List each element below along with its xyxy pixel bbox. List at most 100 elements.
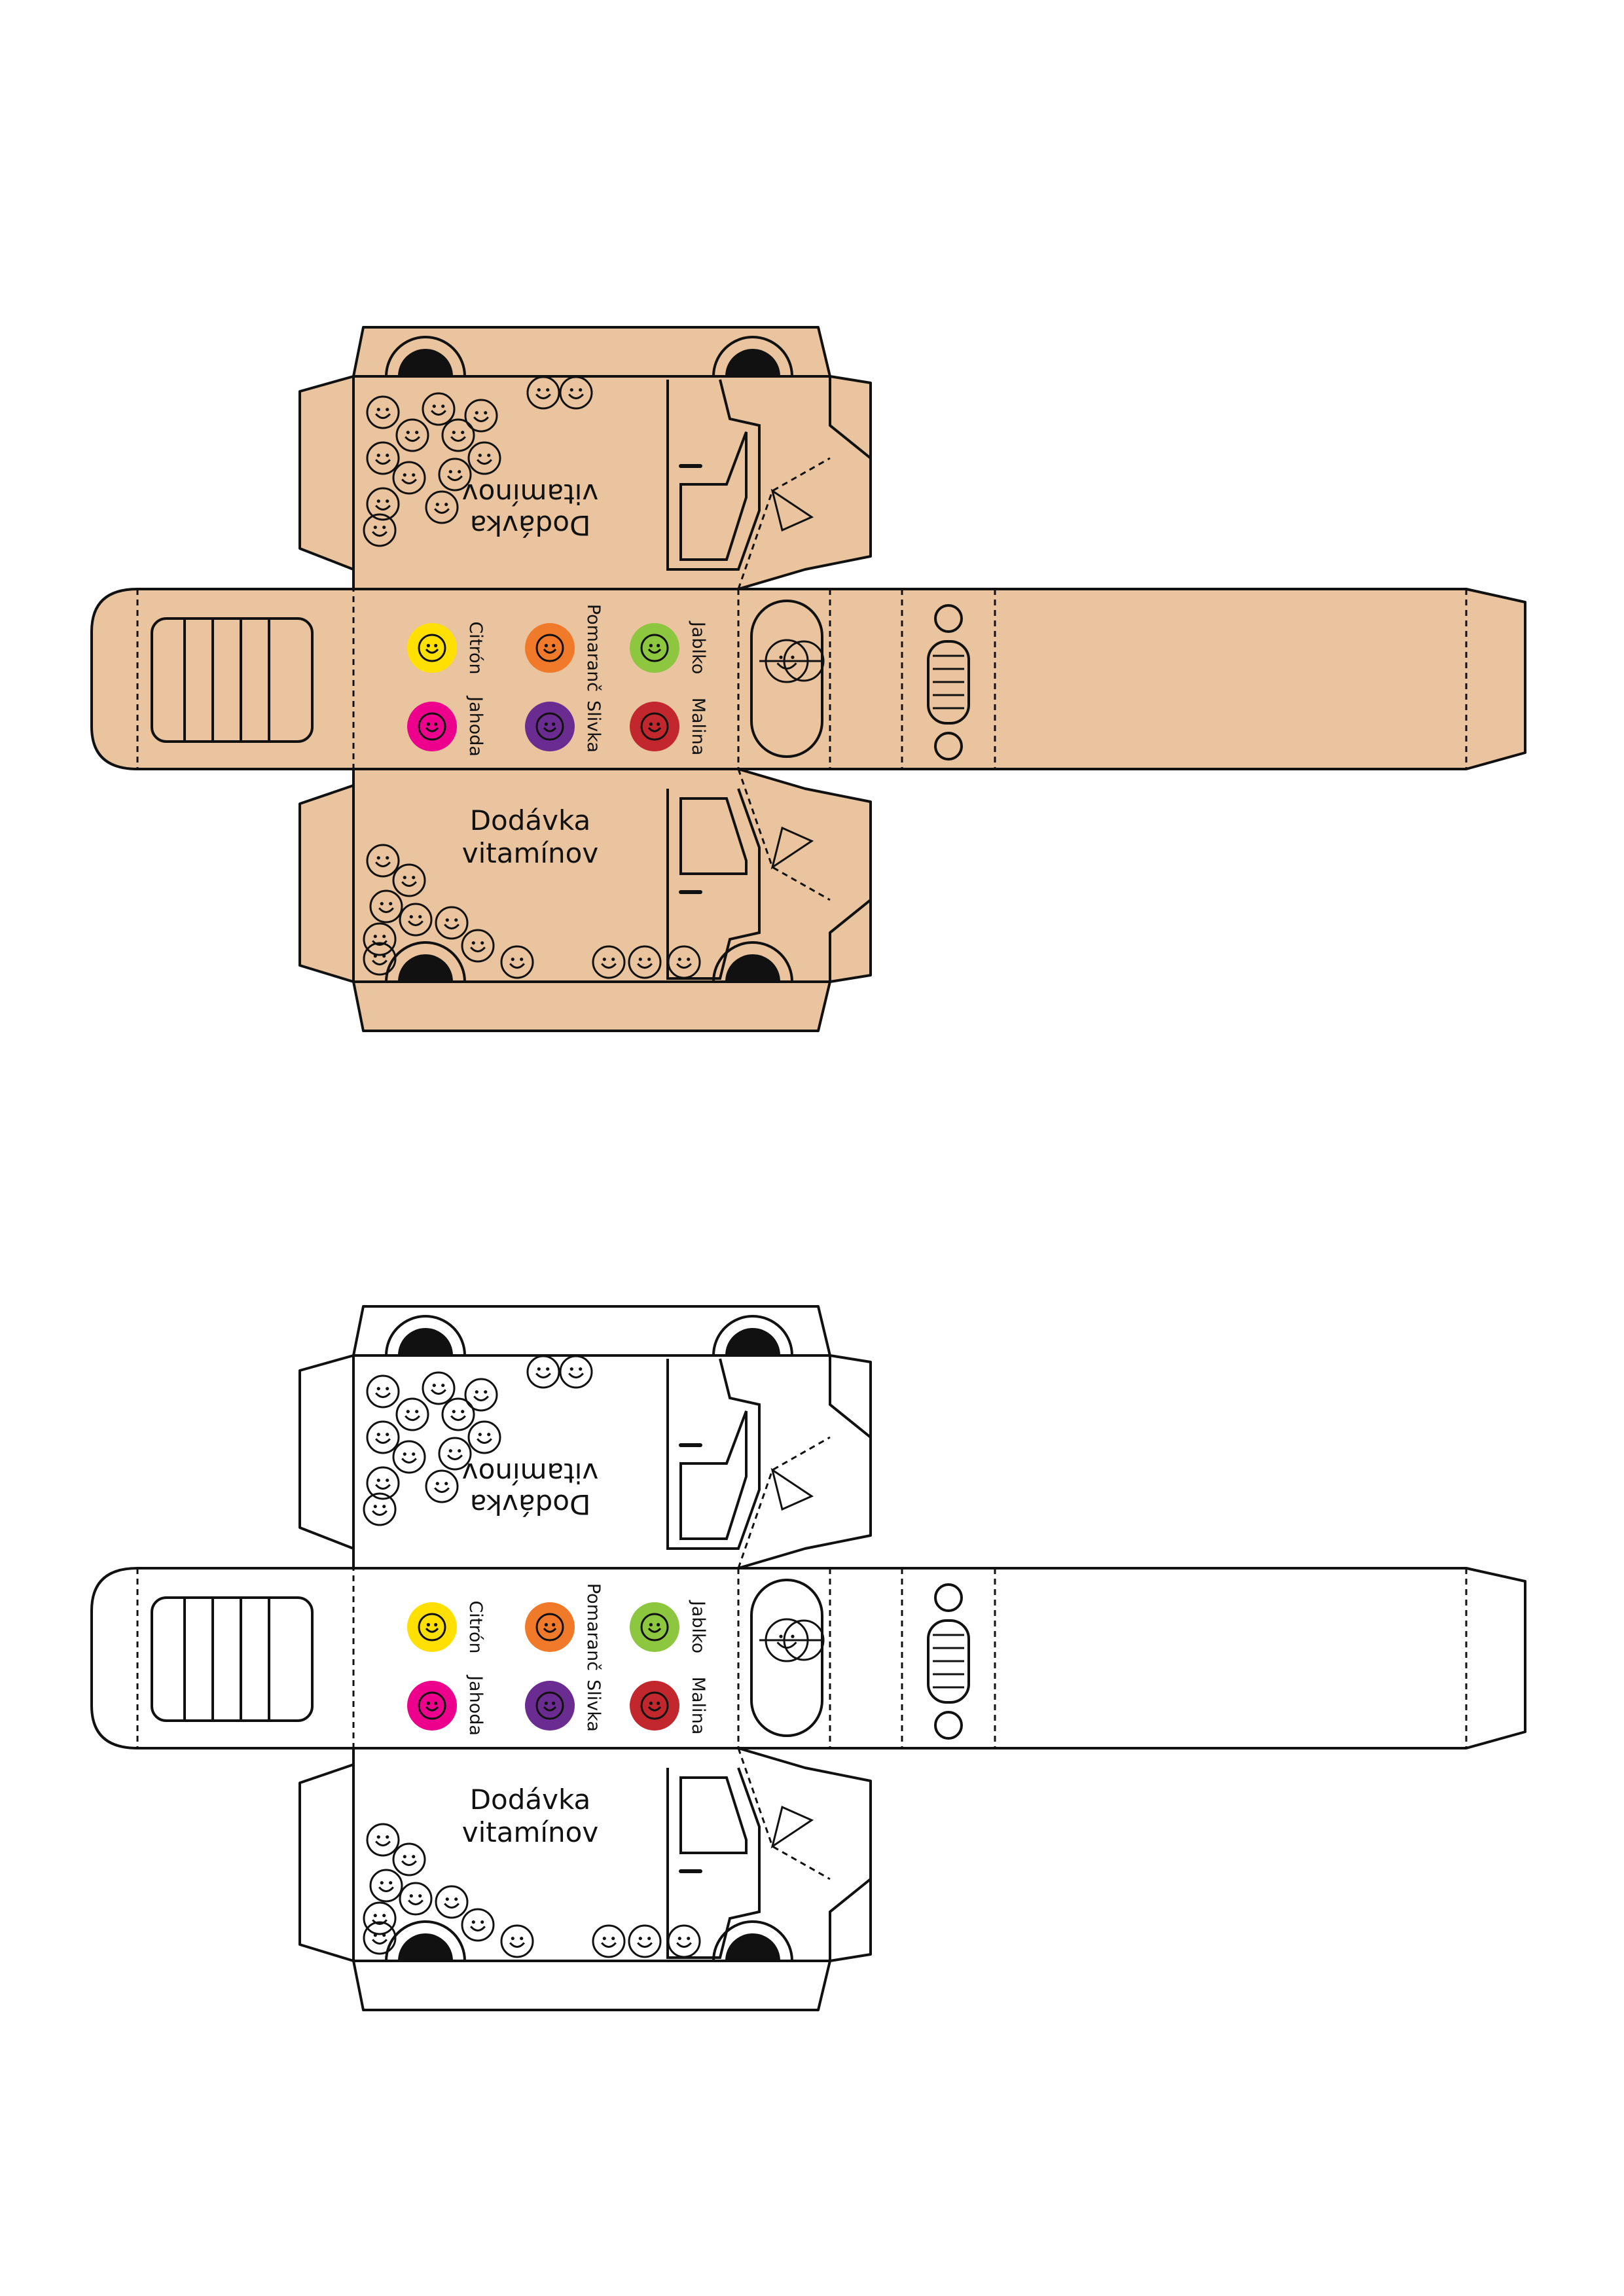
fruit-smiley-bottom (363, 942, 397, 976)
fruit-smiley-bottom (366, 844, 400, 878)
fruit-legend-0: Citrón (407, 621, 486, 675)
box-title-line1-upside-down: Dodávka (470, 1488, 591, 1520)
fruit-dot-smiley (640, 634, 669, 662)
fruit-legend-2: Jablko (630, 620, 708, 674)
fruit-color-dot (407, 623, 457, 673)
fruit-smiley-top (438, 457, 472, 492)
fruit-name-label: Jahoda (465, 695, 486, 757)
fruit-smiley-top (366, 395, 400, 429)
glue-flap-top-left (298, 375, 355, 571)
headlight-icon (934, 1583, 963, 1612)
fruit-smiley-bottom (392, 863, 426, 897)
fruit-smiley-bottom (363, 922, 397, 956)
fruit-smiley-bottom (366, 1823, 400, 1857)
fruit-smiley-bottom (592, 1924, 626, 1958)
fruit-smiley-top (467, 1420, 501, 1454)
fruit-legend-4: Slivka (525, 1679, 604, 1732)
fruit-smiley-top (366, 1466, 400, 1500)
windshield-driver (750, 600, 825, 758)
fruit-name-label: Slivka (583, 700, 604, 753)
fruit-dot-smiley (640, 712, 669, 741)
fruit-color-dot (630, 623, 679, 673)
fruit-dot-smiley (418, 712, 446, 741)
fruit-smiley-top (422, 392, 456, 426)
van-cab-top (666, 379, 814, 571)
glue-flap-bottom-left (298, 1763, 355, 1962)
fruit-smiley-bottom (369, 1869, 403, 1903)
wheel-bottom-front (712, 1920, 793, 1962)
fruit-legend-4: Slivka (525, 700, 604, 753)
wheel-top-rear (385, 1315, 466, 1356)
fruit-smiley-bottom (592, 945, 626, 979)
fruit-smiley-top (366, 1374, 400, 1408)
fruit-smiley-bottom (399, 1882, 433, 1916)
fruit-smiley-top (559, 1355, 593, 1389)
fruit-dot-smiley (640, 1613, 669, 1641)
fruit-color-dot (525, 1602, 575, 1652)
fruit-name-label: Slivka (583, 1679, 604, 1732)
fruit-name-label: Jablko (688, 1600, 708, 1653)
wheel-top-front (712, 336, 793, 377)
fruit-legend-1: Pomaranč (525, 604, 604, 692)
fruit-name-label: Pomaranč (583, 604, 604, 692)
fruit-smiley-top (363, 1492, 397, 1526)
box-title-line1: Dodávka (470, 804, 591, 836)
box-title-line2-upside-down: vitamínov (462, 478, 598, 510)
fruit-smiley-top (441, 418, 475, 452)
fruit-smiley-bottom (667, 1924, 701, 1958)
fruit-smiley-bottom (500, 1924, 534, 1958)
fruit-smiley-top (438, 1437, 472, 1471)
fruit-smiley-top (464, 399, 498, 433)
fruit-color-dot (407, 702, 457, 751)
fruit-smiley-bottom (500, 945, 534, 979)
box-title-line1-upside-down: Dodávka (470, 509, 591, 541)
fruit-dot-smiley (418, 1691, 446, 1720)
fruit-smiley-top (441, 1397, 475, 1431)
box-title-line1: Dodávka (470, 1784, 591, 1816)
fruit-dot-smiley (535, 712, 564, 741)
box-title-line2: vitamínov (462, 1816, 598, 1848)
fruit-smiley-top (422, 1371, 456, 1405)
fruit-smiley-top (392, 1440, 426, 1474)
fruit-smiley-top (395, 418, 429, 452)
fruit-name-label: Citrón (465, 621, 486, 674)
fruit-smiley-bottom (461, 929, 495, 963)
headlight-icon (934, 1711, 963, 1740)
fruit-smiley-bottom (435, 906, 469, 940)
front-grille (927, 604, 970, 761)
fruit-name-label: Jahoda (465, 1674, 486, 1736)
fruit-smiley-top (366, 487, 400, 521)
fruit-color-dot (407, 1681, 457, 1731)
fruit-color-dot (525, 1681, 575, 1731)
van-cab-bottom (666, 788, 814, 980)
fruit-smiley-top (366, 1420, 400, 1454)
fruit-name-label: Jablko (688, 620, 708, 674)
wheel-top-rear (385, 336, 466, 377)
fruit-color-dot (630, 702, 679, 751)
fruit-smiley-top (392, 461, 426, 495)
fruit-smiley-top (425, 1469, 459, 1503)
central-strip (90, 588, 1526, 770)
fruit-smiley-top (526, 376, 560, 410)
headlight-icon (934, 604, 963, 633)
central-strip (90, 1567, 1526, 1749)
fruit-dot-smiley (535, 1691, 564, 1720)
glue-flap-top-left (298, 1354, 355, 1550)
fruit-name-label: Citrón (465, 1600, 486, 1653)
fruit-color-dot (630, 1602, 679, 1652)
van-cab-bottom (666, 1767, 814, 1959)
fruit-dot-smiley (418, 1613, 446, 1641)
side-panel-bottom (352, 768, 872, 983)
side-panel-top (352, 1354, 872, 1570)
fruit-smiley-bottom (369, 889, 403, 924)
glue-flap-bottom-right (829, 899, 872, 983)
fruit-legend-3: Jahoda (407, 695, 486, 757)
windshield-driver (750, 1579, 825, 1737)
fruit-dot-smiley (535, 1613, 564, 1641)
glue-flap-bottom-lower (352, 1960, 831, 2011)
fruit-smiley-top (464, 1378, 498, 1412)
fruit-legend-2: Jablko (630, 1600, 708, 1653)
